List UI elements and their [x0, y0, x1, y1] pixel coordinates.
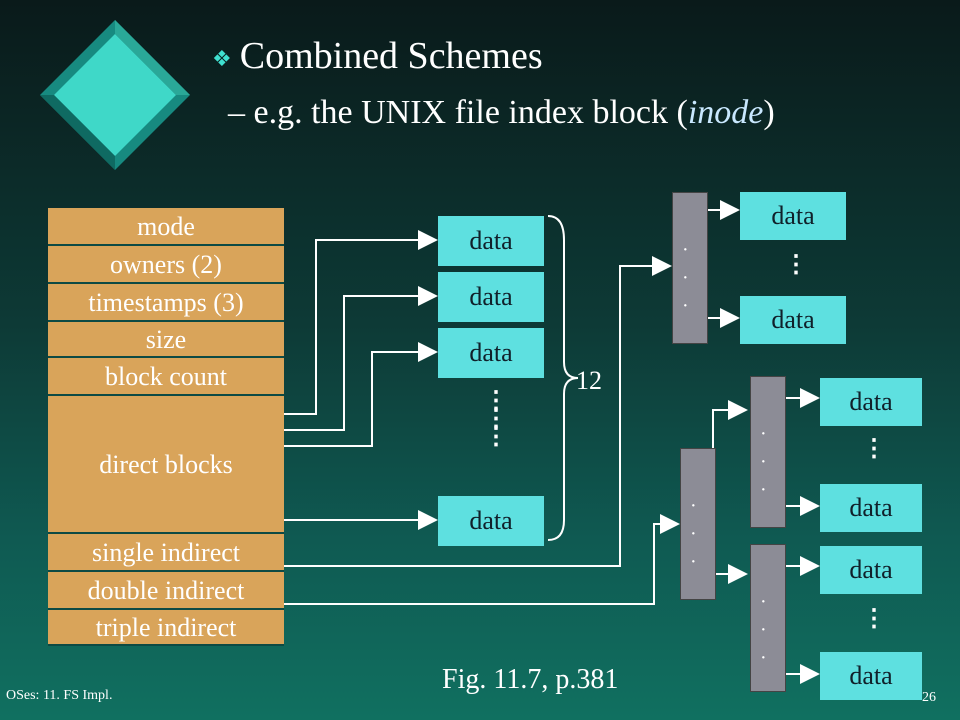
- decorative-diamond: [40, 20, 190, 170]
- diamond-bullet-icon: ❖: [212, 46, 232, 72]
- direct-data-block: data: [438, 328, 544, 378]
- slide-subtitle: – e.g. the UNIX file index block (inode): [228, 94, 775, 131]
- second-level-index-block: [750, 376, 786, 528]
- data-block: data: [820, 652, 922, 700]
- ellipsis-vertical: ⋮: [862, 436, 886, 462]
- data-block: data: [740, 296, 846, 344]
- direct-data-block: data: [438, 496, 544, 546]
- single-indirect-index-block: [672, 192, 708, 344]
- ellipsis-vertical: ···: [760, 423, 767, 501]
- inode-field-triple-indirect: triple indirect: [48, 610, 284, 646]
- inode-field-direct-blocks: direct blocks: [48, 396, 284, 534]
- inode-field-double-indirect: double indirect: [48, 572, 284, 610]
- double-indirect-index-block: [680, 448, 716, 600]
- second-level-index-block: [750, 544, 786, 692]
- direct-data-block: data: [438, 272, 544, 322]
- ellipsis-vertical: ⋮: [784, 252, 808, 278]
- ellipsis-vertical: ···: [690, 495, 697, 573]
- inode-field-size: size: [48, 322, 284, 358]
- page-number: 26: [922, 690, 936, 705]
- ellipsis-vertical: ⋮⋮⋮: [484, 388, 508, 450]
- ellipsis-vertical: ···: [760, 591, 767, 669]
- inode-table: mode owners (2) timestamps (3) size bloc…: [48, 208, 284, 646]
- direct-count-label: 12: [576, 366, 602, 395]
- data-block: data: [820, 484, 922, 532]
- data-block: data: [740, 192, 846, 240]
- inode-term: inode: [687, 94, 764, 131]
- inode-field-mode: mode: [48, 208, 284, 246]
- inode-field-single-indirect: single indirect: [48, 534, 284, 572]
- inode-field-block-count: block count: [48, 358, 284, 396]
- inode-field-owners: owners (2): [48, 246, 284, 284]
- footer-label: OSes: 11. FS Impl.: [6, 688, 113, 703]
- direct-data-block: data: [438, 216, 544, 266]
- data-block: data: [820, 378, 922, 426]
- inode-field-timestamps: timestamps (3): [48, 284, 284, 322]
- data-block: data: [820, 546, 922, 594]
- slide-title: ❖Combined Schemes: [212, 35, 543, 77]
- ellipsis-vertical: ⋮: [862, 606, 886, 632]
- figure-caption: Fig. 11.7, p.381: [442, 664, 619, 695]
- ellipsis-vertical: ···: [682, 239, 689, 317]
